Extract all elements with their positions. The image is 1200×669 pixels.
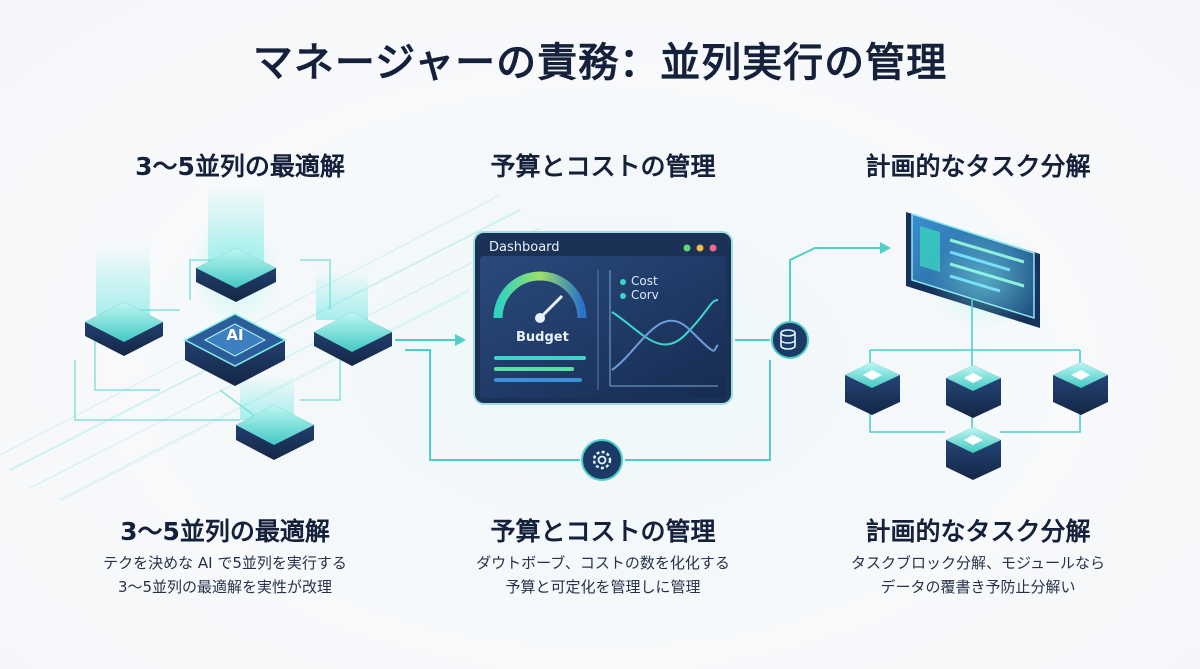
database-icon xyxy=(771,321,809,359)
column-subheading-parallel: 3〜5並列の最適解 xyxy=(120,517,330,546)
gauge-label: Budget xyxy=(516,330,569,345)
task-block xyxy=(1053,362,1108,415)
gear-icon xyxy=(581,439,623,481)
column-heading-parallel: 3〜5並列の最適解 xyxy=(135,152,345,181)
description-line: 予算と可定化を管理しに管理 xyxy=(505,578,701,596)
chip-node xyxy=(85,302,163,356)
description-line: タスクブロック分解、モジュールなら xyxy=(851,554,1105,572)
description-line: データの覆書き予防止分解い xyxy=(880,578,1076,596)
dashboard-panel xyxy=(473,231,733,405)
ai-chip xyxy=(183,313,287,386)
column-description-budget: ダウトボーブ、コストの数を化化する 予算と可定化を管理しに管理 xyxy=(403,551,803,599)
dashboard-title: Dashboard xyxy=(489,240,560,255)
ai-chip-cluster xyxy=(85,248,392,460)
chip-node xyxy=(196,248,276,302)
description-line: 3〜5並列の最適解を実性が改理 xyxy=(117,578,333,596)
legend-dot-icon xyxy=(620,292,626,299)
legend-item: Corv xyxy=(620,288,659,302)
column-subheading-budget: 予算とコストの管理 xyxy=(490,517,716,546)
column-heading-tasks: 計画的なタスク分解 xyxy=(865,152,1091,181)
column-description-tasks: タスクブロック分解、モジュールなら データの覆書き予防止分解い xyxy=(778,551,1178,599)
flow-connectors xyxy=(395,247,880,461)
column-subheading-tasks: 計画的なタスク分解 xyxy=(865,517,1091,546)
legend-item: Cost xyxy=(620,274,658,288)
ai-chip-label: AI xyxy=(226,326,244,344)
task-block xyxy=(845,362,900,415)
legend-dot-icon xyxy=(620,278,626,285)
task-block xyxy=(946,365,1001,418)
task-monitor xyxy=(906,212,1040,330)
column-heading-budget: 予算とコストの管理 xyxy=(490,152,716,181)
task-block xyxy=(946,427,1001,480)
chip-node xyxy=(236,405,314,460)
arrowhead xyxy=(455,334,466,346)
chip-node xyxy=(314,312,392,366)
column-description-parallel: テクを決めな AI で5並列を実行する 3〜5並列の最適解を実性が改理 xyxy=(25,551,425,599)
page-title: マネージャーの責務：並列実行の管理 xyxy=(252,40,948,86)
description-line: ダウトボーブ、コストの数を化化する xyxy=(476,554,730,572)
task-blocks xyxy=(845,362,1108,480)
description-line: テクを決めな AI で5並列を実行する xyxy=(103,554,347,572)
arrowhead xyxy=(880,242,891,254)
